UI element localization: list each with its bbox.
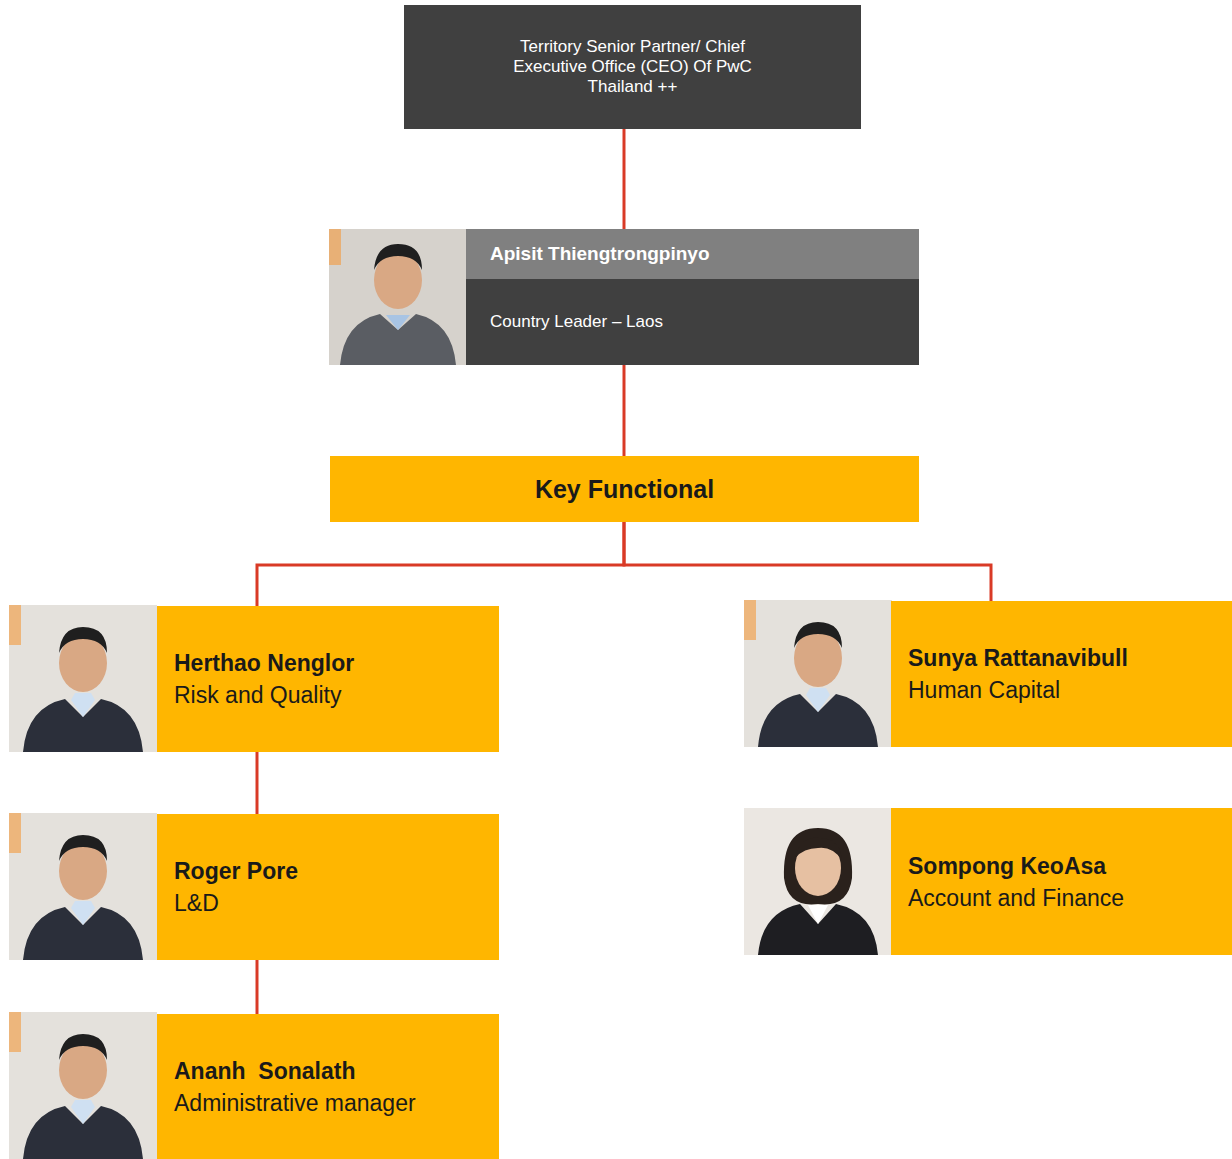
node-title: Key Functional — [535, 475, 714, 504]
node-title: Sunya Rattanavibull — [908, 642, 1218, 674]
node-subtitle: Administrative manager — [174, 1087, 485, 1119]
node-subtitle: Account and Finance — [908, 882, 1218, 914]
person-box: Sompong KeoAsaAccount and Finance — [891, 808, 1232, 955]
org-connector — [257, 522, 624, 606]
org-connector — [624, 522, 991, 601]
node-title: Ananh Sonalath — [174, 1055, 485, 1087]
person-box: Herthao NenglorRisk and Quality — [157, 606, 499, 752]
person-photo — [744, 808, 892, 955]
node-title: Herthao Nenglor — [174, 647, 485, 679]
org-connector — [623, 365, 626, 456]
person-photo — [9, 605, 157, 752]
person-photo — [9, 1012, 157, 1159]
person-photo — [9, 813, 157, 960]
node-title: Apisit Thiengtrongpinyo — [466, 229, 919, 279]
node-subtitle: Human Capital — [908, 674, 1218, 706]
org-connector — [623, 129, 626, 229]
person-box: Sunya RattanavibullHuman Capital — [891, 601, 1232, 747]
person-box: Roger PoreL&D — [157, 814, 499, 960]
section-band: Key Functional — [330, 456, 919, 522]
node-subtitle: Risk and Quality — [174, 679, 485, 711]
ceo-box: Territory Senior Partner/ Chief Executiv… — [404, 5, 861, 129]
node-subtitle: Country Leader – Laos — [466, 279, 919, 365]
person-photo — [744, 600, 892, 747]
org-connector — [256, 752, 259, 814]
node-title: Sompong KeoAsa — [908, 850, 1218, 882]
node-title: Roger Pore — [174, 855, 485, 887]
leader-photo — [329, 229, 466, 365]
node-title: Territory Senior Partner/ Chief Executiv… — [483, 37, 783, 97]
leader-box: Apisit ThiengtrongpinyoCountry Leader – … — [466, 229, 919, 365]
node-subtitle: L&D — [174, 887, 485, 919]
person-box: Ananh SonalathAdministrative manager — [157, 1014, 499, 1159]
org-connector — [256, 960, 259, 1014]
